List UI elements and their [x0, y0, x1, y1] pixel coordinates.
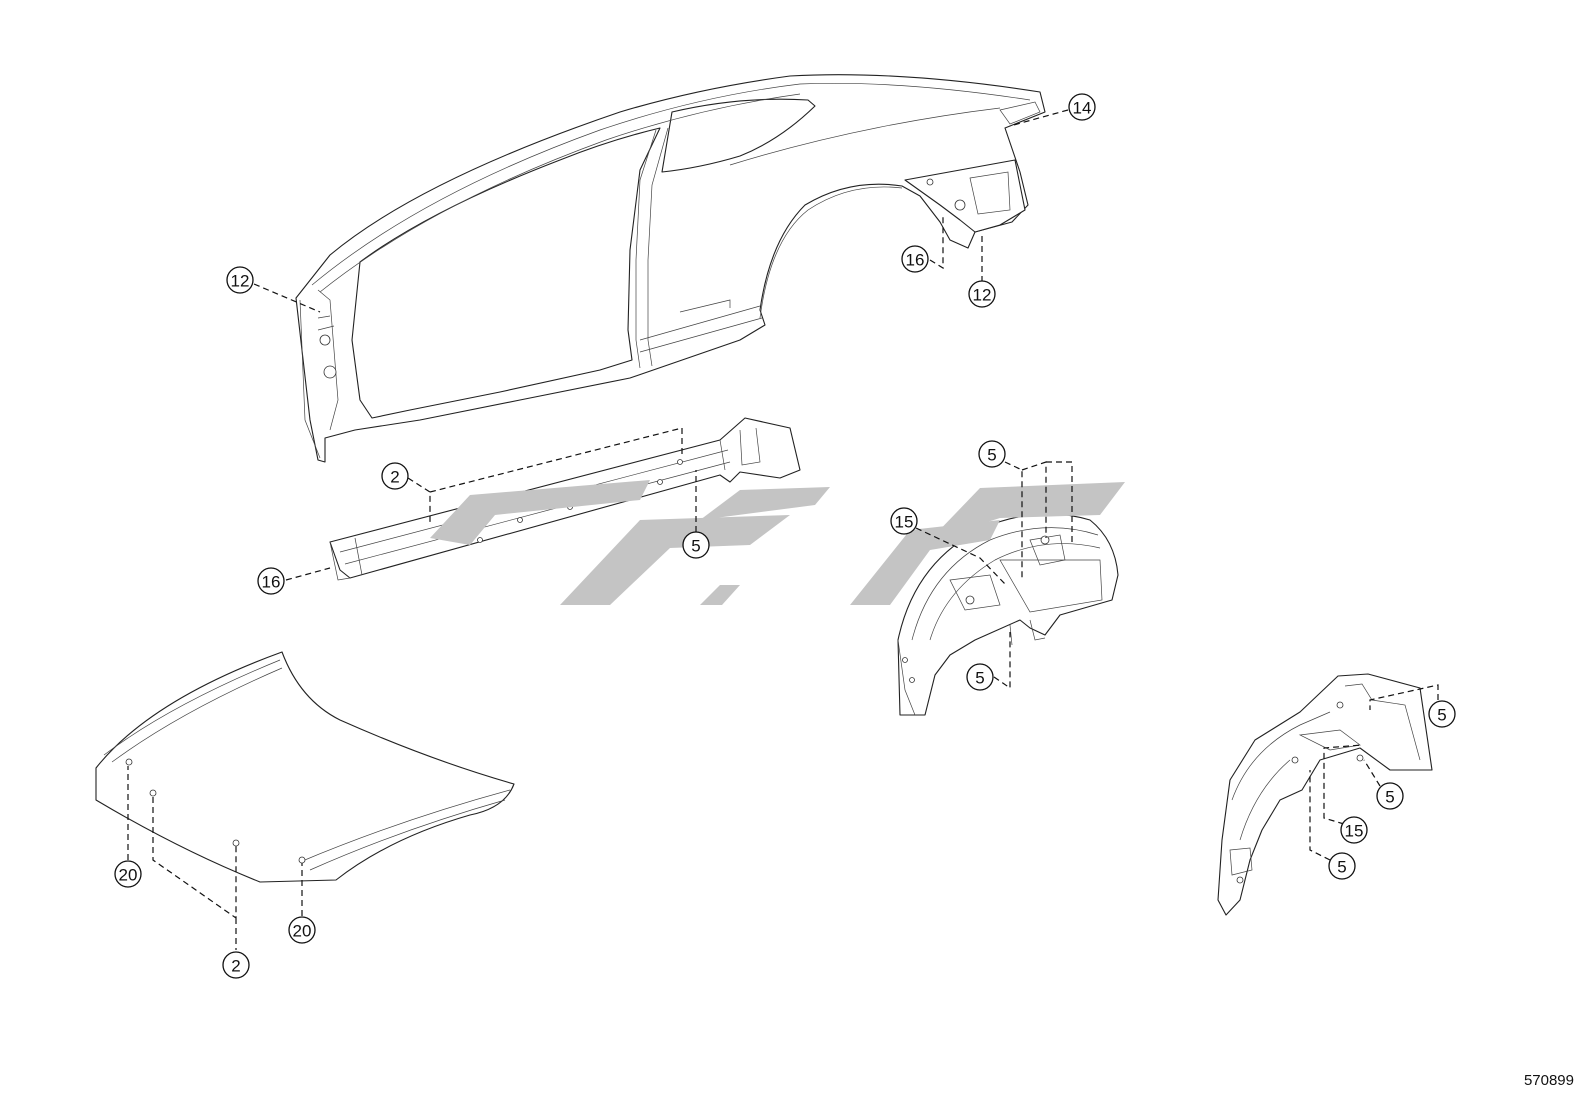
callout-5-rear-top[interactable]: 5 — [978, 440, 1006, 468]
body-side-panel — [295, 74, 1046, 463]
svg-text:5: 5 — [1337, 858, 1346, 877]
callout-2-hood[interactable]: 2 — [222, 951, 250, 979]
svg-text:12: 12 — [973, 286, 992, 305]
leader-5-top — [1004, 461, 1073, 580]
svg-text:2: 2 — [231, 957, 240, 976]
svg-text:16: 16 — [262, 573, 281, 592]
callout-12-left[interactable]: 12 — [226, 266, 254, 294]
leader-16-upper — [929, 215, 944, 270]
svg-text:16: 16 — [906, 251, 925, 270]
leader-2-hood — [152, 797, 237, 950]
svg-text:15: 15 — [895, 513, 914, 532]
leader-5-apron-low — [1309, 770, 1331, 861]
diagram-reference-number: 570899 — [1523, 1072, 1574, 1089]
callout-16-upper[interactable]: 16 — [901, 245, 929, 273]
leader-lines — [127, 109, 1439, 950]
svg-text:15: 15 — [1345, 822, 1364, 841]
svg-text:2: 2 — [390, 468, 399, 487]
svg-text:5: 5 — [987, 446, 996, 465]
leader-5-apron-mid — [1363, 759, 1381, 787]
svg-text:5: 5 — [691, 537, 700, 556]
callout-14[interactable]: 14 — [1068, 93, 1096, 121]
hood-panel — [95, 651, 515, 883]
callout-12-right[interactable]: 12 — [968, 280, 996, 308]
leader-2-rocker — [407, 427, 683, 525]
callout-15-apron[interactable]: 15 — [1340, 816, 1368, 844]
leader-5-bottom — [993, 632, 1011, 690]
callout-16-lower[interactable]: 16 — [257, 567, 285, 595]
leader-15-apron — [1323, 744, 1363, 825]
callout-5-rocker[interactable]: 5 — [682, 531, 710, 559]
svg-text:12: 12 — [231, 272, 250, 291]
svg-text:5: 5 — [975, 669, 984, 688]
watermark-logo — [430, 480, 1125, 605]
callout-5-apron-top[interactable]: 5 — [1428, 700, 1456, 728]
callout-2-rocker[interactable]: 2 — [381, 462, 409, 490]
callout-20-right[interactable]: 20 — [288, 916, 316, 944]
svg-text:14: 14 — [1073, 99, 1092, 118]
callout-20-left[interactable]: 20 — [114, 860, 142, 888]
callout-5-rear-bottom[interactable]: 5 — [966, 663, 994, 691]
leader-14 — [1009, 109, 1069, 127]
callouts: 12 14 16 12 2 5 16 5 — [114, 93, 1456, 979]
svg-text:20: 20 — [293, 922, 312, 941]
leader-15-rear — [915, 527, 1006, 585]
svg-text:5: 5 — [1385, 788, 1394, 807]
leader-16-lower — [285, 567, 331, 581]
callout-15-rear[interactable]: 15 — [890, 507, 918, 535]
callout-5-apron-mid[interactable]: 5 — [1376, 782, 1404, 810]
svg-text:5: 5 — [1437, 706, 1446, 725]
callout-5-apron-low[interactable]: 5 — [1328, 852, 1356, 880]
leader-12-left — [253, 283, 321, 313]
svg-text:20: 20 — [119, 866, 138, 885]
front-fender-apron — [1217, 673, 1433, 916]
